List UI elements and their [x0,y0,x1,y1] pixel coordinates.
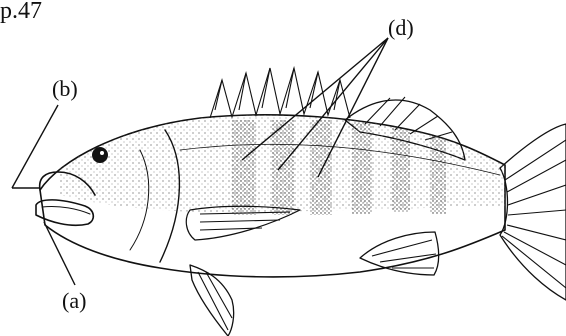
page-label: p.47 [0,0,42,24]
fish-body [40,110,520,277]
label-d: (d) [388,15,414,40]
leader-b-1 [12,105,58,188]
label-a-group: (a) [44,222,86,313]
label-b: (b) [52,76,78,101]
eye [92,147,108,163]
leader-a [44,222,75,285]
spiny-dorsal-fin [210,68,350,118]
tail-fin [500,124,566,300]
label-a: (a) [62,288,86,313]
